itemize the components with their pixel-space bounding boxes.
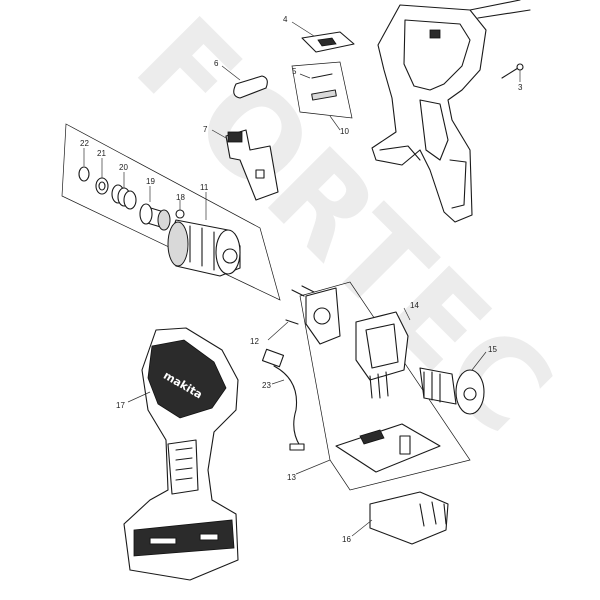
part-wire-harness [261,348,305,451]
part-label-14: 14 [410,301,419,310]
part-sleeve [139,186,171,231]
part-stator [355,307,411,399]
part-retaining-ring [78,148,90,182]
part-label-12: 12 [250,337,259,346]
part-rotor [419,351,487,415]
part-label-4: 4 [283,15,288,24]
part-label-11: 11 [200,183,209,192]
part-label-7: 7 [203,125,208,134]
part-label-10: 10 [340,127,349,136]
part-label-6: 6 [214,59,219,68]
part-label-23: 23 [262,381,271,390]
part-switch-lever [221,65,268,99]
part-label-17: 17 [116,401,125,410]
part-small-springs [299,73,337,101]
part-screws-plate [267,285,341,345]
part-washer [95,158,109,195]
housing-right-half [371,0,531,223]
part-controller [295,423,441,475]
part-label-3: 3 [518,83,523,92]
part-label-19: 19 [146,177,155,186]
part-label-15: 15 [488,345,497,354]
part-gear-assembly [167,192,241,277]
part-spring [111,172,137,210]
frame-switch-terminals [291,61,353,119]
part-terminal-block [351,491,449,545]
part-label-22: 22 [80,139,89,148]
part-label-20: 20 [119,163,128,172]
part-label-21: 21 [97,149,106,158]
part-cover-plate [291,21,355,53]
part-screw [501,63,524,82]
part-label-5: 5 [292,67,297,76]
part-main-housing: makita [123,327,239,581]
group-frames [61,61,471,491]
frame-controller [299,281,471,491]
part-label-13: 13 [287,473,296,482]
part-label-16: 16 [342,535,351,544]
part-ball [175,200,185,219]
part-label-18: 18 [176,193,185,202]
part-switch [211,129,279,201]
housing-slot [429,29,441,39]
frame-motor-gear [61,123,281,301]
